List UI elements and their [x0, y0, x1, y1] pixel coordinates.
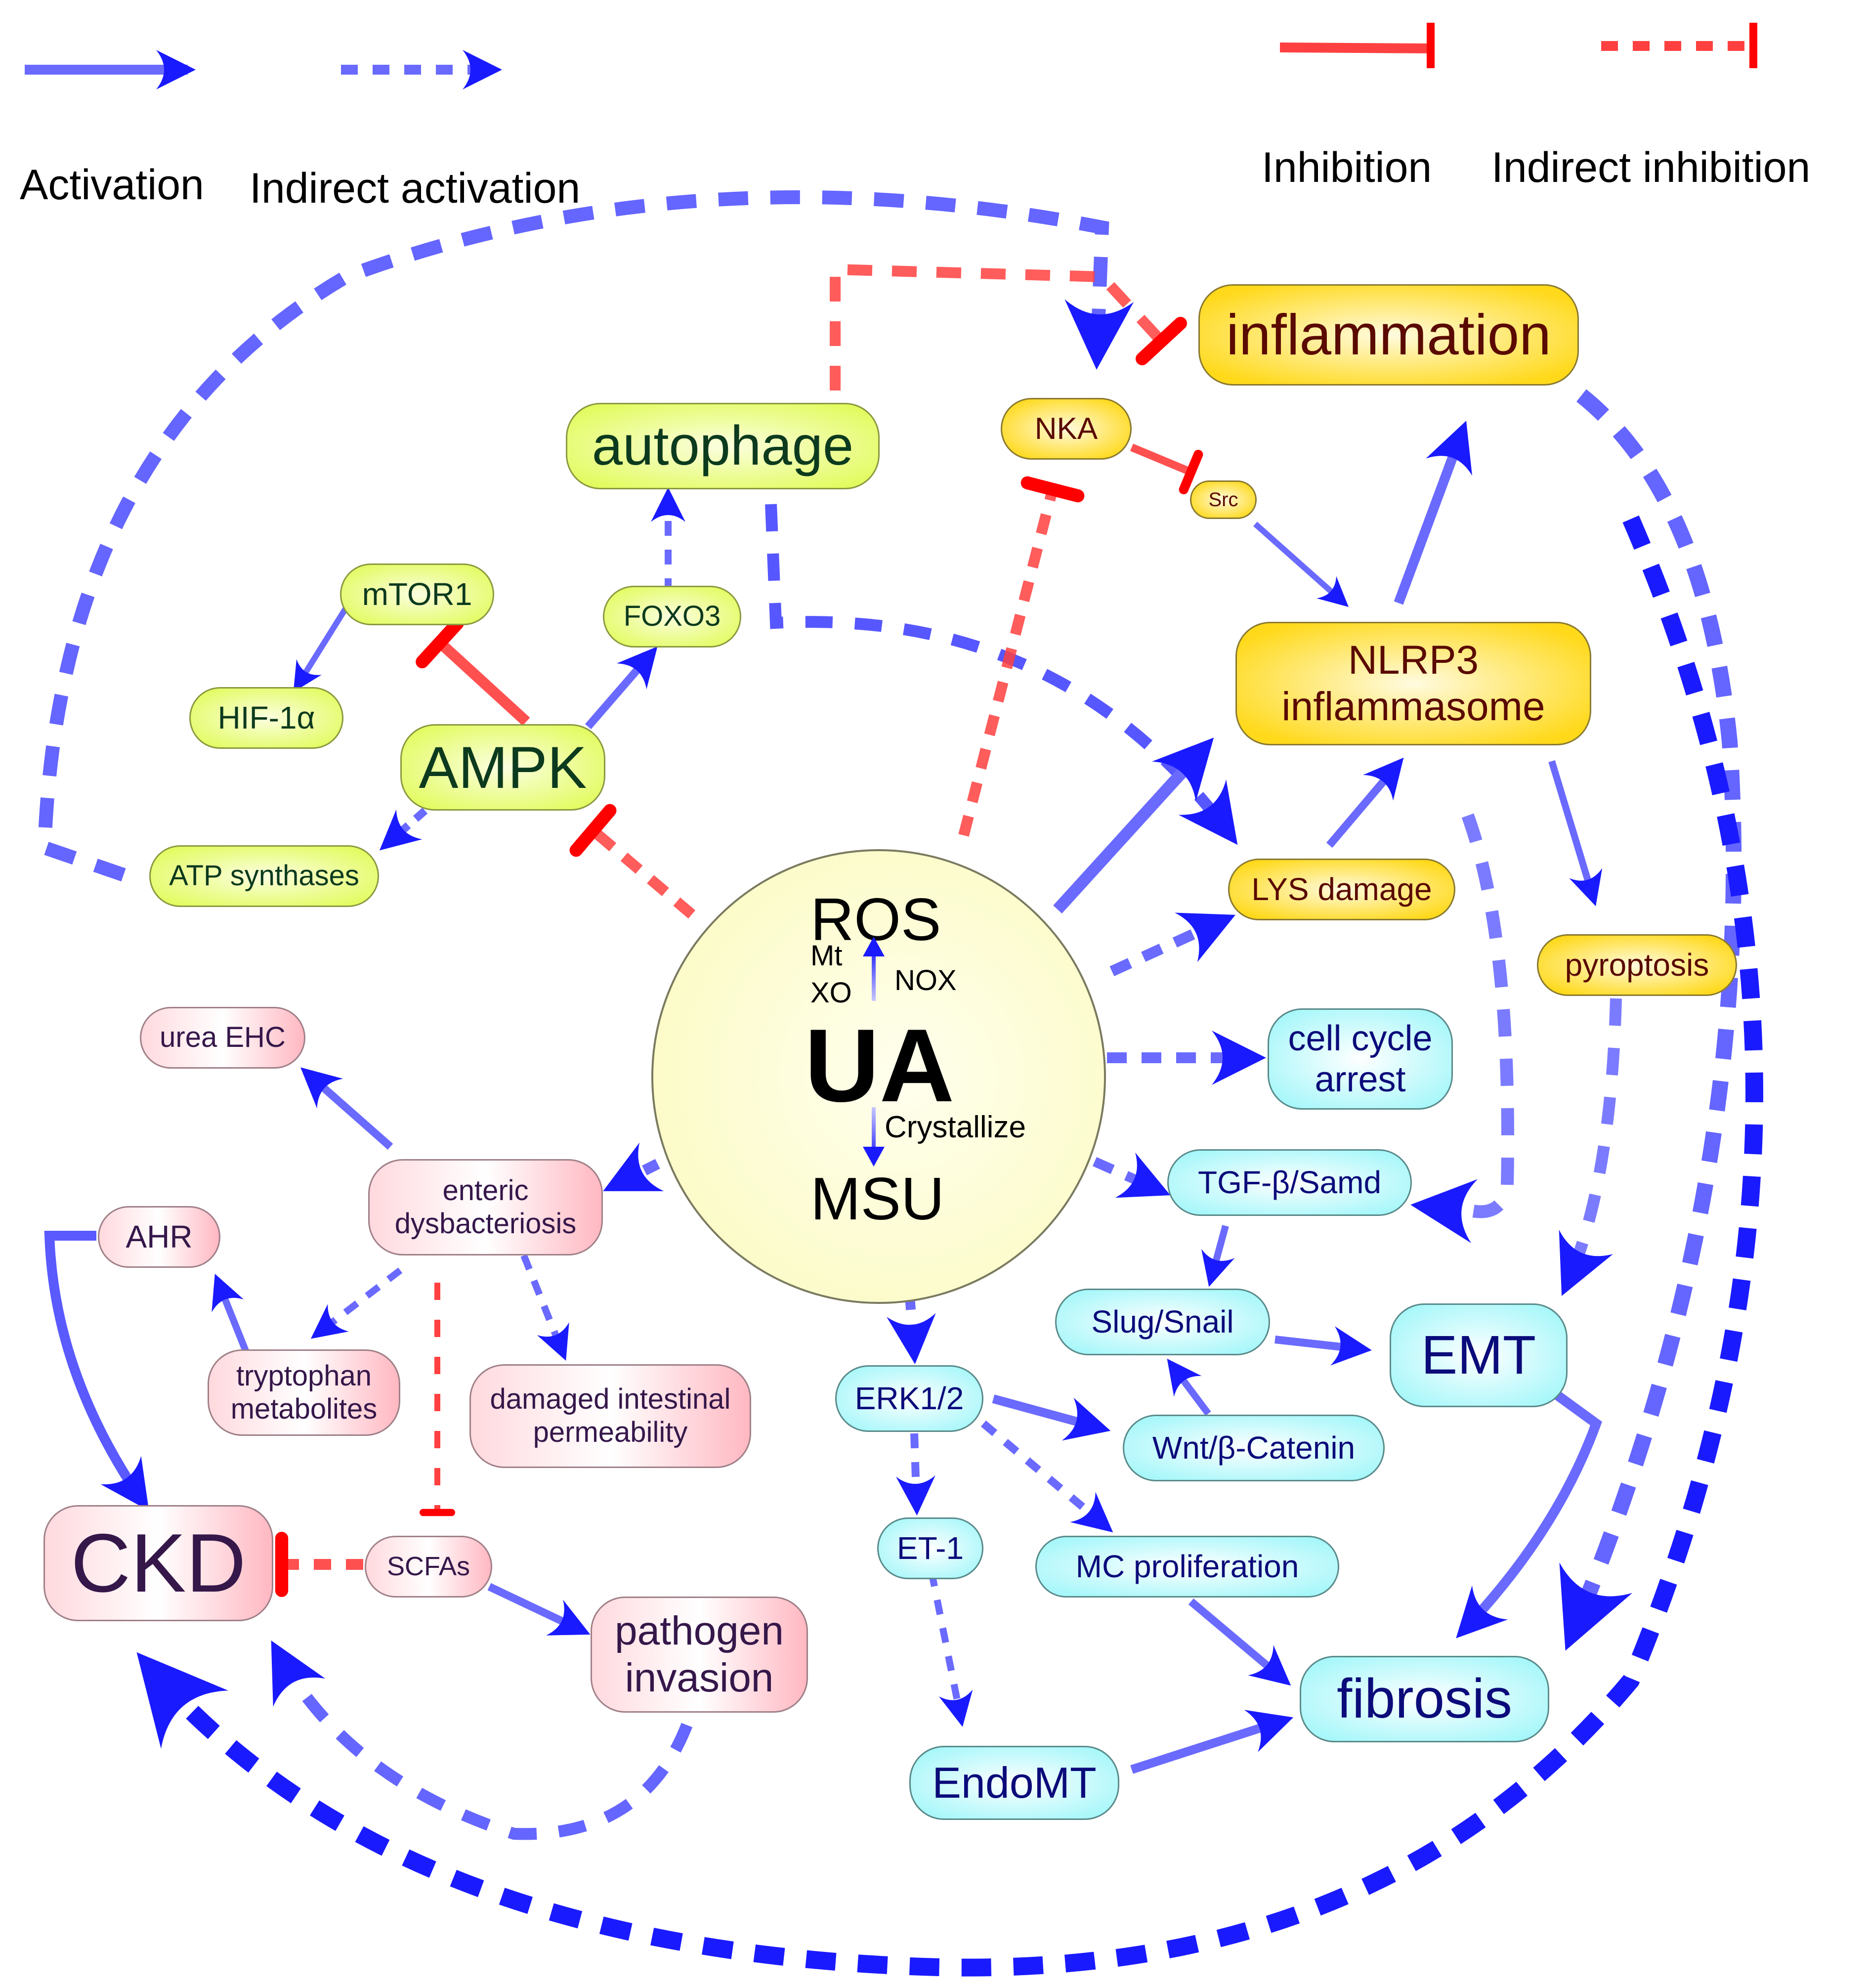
node-foxo3[interactable]: FOXO3	[603, 586, 741, 648]
node-hif1a[interactable]: HIF-1α	[189, 687, 343, 749]
edge-nka-to-src	[1130, 443, 1203, 495]
node-endomt[interactable]: EndoMT	[909, 1746, 1119, 1820]
node-tgf-beta-samd[interactable]: TGF-β/Samd	[1167, 1149, 1412, 1216]
xo-label: XO	[810, 977, 852, 1009]
node-pyroptosis[interactable]: pyroptosis	[1537, 934, 1737, 996]
edge-autophage-to-lys	[765, 504, 1238, 845]
edge-ampk-to-atp	[379, 807, 428, 851]
edge-inflammation-to-fibrosis	[1559, 389, 1742, 1651]
edge-lys-to-nlrp3	[1326, 757, 1404, 848]
node-fibrosis[interactable]: fibrosis	[1300, 1656, 1549, 1742]
edge-enteric-to-urea	[300, 1067, 393, 1150]
edge-nlrp3-to-inflammation	[1394, 421, 1473, 605]
node-slug-snail[interactable]: Slug/Snail	[1055, 1289, 1270, 1355]
edge-mtor1-to-hif1a	[293, 606, 349, 692]
edge-erk-to-wnt	[992, 1394, 1111, 1441]
edge-tryptophan-to-ahr	[212, 1274, 251, 1356]
node-mtor1[interactable]: mTOR1	[340, 563, 494, 625]
edge-ua-to-tgf	[1092, 1152, 1171, 1198]
node-urea-ehc[interactable]: urea EHC	[140, 1007, 305, 1069]
legend-inhibition-line	[1279, 23, 1435, 68]
edge-emt-to-fibrosis	[1456, 1380, 1602, 1639]
edge-ahr-to-ckd	[44, 1231, 149, 1511]
node-tryptophan-metabolites[interactable]: tryptophan metabolites	[208, 1349, 400, 1436]
edge-endomt-to-fibrosis	[1130, 1710, 1294, 1774]
edge-ampk-to-mtor1	[416, 616, 530, 726]
ua-label: UA	[805, 1007, 955, 1124]
node-ampk[interactable]: AMPK	[400, 724, 605, 811]
crystallize-label: Crystallize	[885, 1110, 1026, 1144]
node-emt[interactable]: EMT	[1390, 1303, 1568, 1407]
node-src[interactable]: Src	[1190, 480, 1257, 519]
node-lys-damage[interactable]: LYS damage	[1228, 859, 1455, 920]
node-nka[interactable]: NKA	[1001, 398, 1132, 460]
edge-src-to-nlrp3	[1253, 521, 1349, 607]
mt-label: Mt	[810, 940, 843, 972]
node-autophage[interactable]: autophage	[566, 403, 880, 489]
legend-indirect-activation-label: Indirect activation	[250, 165, 581, 212]
node-cell-cycle-arrest[interactable]: cell cycle arrest	[1268, 1008, 1453, 1110]
legend-inhibition-label: Inhibition	[1262, 144, 1432, 191]
edge-et1-to-endomt	[928, 1571, 973, 1727]
edge-wnt-to-slug	[1167, 1358, 1211, 1416]
ua-circle[interactable]	[651, 849, 1106, 1304]
edge-inflammation-to-ckd	[136, 515, 1763, 1977]
legend-indirect-inhibition-line	[1601, 23, 1757, 68]
node-ckd[interactable]: CKD	[43, 1505, 273, 1621]
node-inflammation[interactable]: inflammation	[1198, 284, 1579, 386]
node-damaged-intestinal-permeability[interactable]: damaged intestinal permeability	[469, 1364, 751, 1468]
edge-ua-to-ampk	[569, 804, 696, 919]
edge-enteric-to-tryptophan	[310, 1267, 403, 1339]
msu-arrowhead-icon	[863, 1147, 885, 1167]
edge-slug-to-emt	[1274, 1326, 1372, 1366]
msu-label: MSU	[810, 1165, 945, 1232]
edge-ua-to-nka	[958, 476, 1085, 837]
legend-indirect-inhibition-label: Indirect inhibition	[1491, 144, 1811, 191]
ros-arrow-icon	[872, 947, 876, 1001]
node-wnt-beta-catenin[interactable]: Wnt/β-Catenin	[1123, 1415, 1385, 1481]
edge-nlrp3-to-tgf	[1410, 813, 1514, 1244]
node-erk12[interactable]: ERK1/2	[835, 1365, 983, 1432]
nox-label: NOX	[894, 964, 957, 996]
node-ahr[interactable]: AHR	[98, 1206, 220, 1268]
edge-pyroptosis-to-emt	[1559, 998, 1622, 1296]
edge-erk-to-mc	[980, 1420, 1113, 1533]
edge-autophage-to-inflammation	[830, 263, 1187, 390]
edge-erk-to-et1	[895, 1433, 935, 1515]
node-et1[interactable]: ET-1	[877, 1517, 983, 1579]
node-pathogen-invasion[interactable]: pathogen invasion	[591, 1597, 808, 1713]
msu-arrow-icon	[872, 1107, 876, 1162]
edge-enteric-to-permeability	[520, 1254, 569, 1361]
node-enteric-dysbacteriosis[interactable]: enteric dysbacteriosis	[368, 1159, 603, 1255]
edge-ua-to-lys	[1109, 912, 1236, 977]
node-nlrp3-inflammasome[interactable]: NLRP3 inflammasome	[1235, 622, 1591, 745]
legend-activation-label: Activation	[20, 161, 204, 209]
edge-mc-to-fibrosis	[1188, 1598, 1291, 1686]
edge-scfas-to-pathogen	[487, 1583, 591, 1636]
edge-nlrp3-to-pyroptosis	[1548, 760, 1603, 907]
edge-ampk-to-foxo3	[585, 646, 658, 730]
node-atp-synthases[interactable]: ATP synthases	[149, 845, 379, 907]
node-mc-proliferation[interactable]: MC proliferation	[1035, 1536, 1339, 1598]
node-scfas[interactable]: SCFAs	[365, 1536, 492, 1598]
edge-atp-synthases-to-nka	[37, 190, 1134, 882]
edge-ua-to-nlrp3	[1053, 737, 1214, 914]
ros-arrowhead-icon	[863, 937, 885, 956]
edge-tgf-to-slug	[1201, 1225, 1235, 1287]
